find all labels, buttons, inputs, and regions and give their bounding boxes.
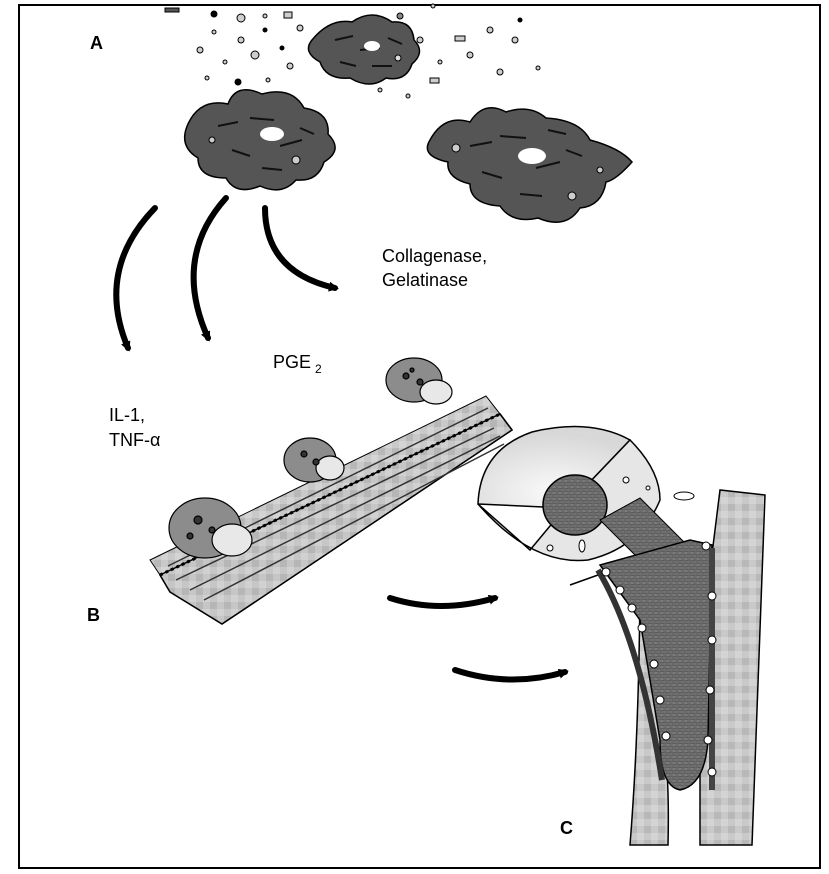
- enzymes-label-line1: Collagenase,: [382, 244, 487, 268]
- arrow-enzymes: [265, 208, 335, 288]
- tnf-label: TNF-α: [109, 428, 160, 452]
- pge-text: PGE: [273, 352, 311, 372]
- arrows-a-to-b: [116, 198, 335, 348]
- macrophage-top: [308, 15, 419, 84]
- panel-label-b: B: [87, 605, 100, 626]
- enzymes-label-line2: Gelatinase: [382, 268, 468, 292]
- panel-label-c: C: [560, 818, 573, 839]
- macrophage-left: [185, 90, 335, 190]
- arrows-b-to-c: [390, 598, 565, 680]
- pge-subscript: 2: [315, 362, 322, 376]
- arrow-il1-tnf: [116, 208, 155, 348]
- femoral-head: [543, 475, 607, 535]
- hip-implant: [478, 427, 765, 845]
- il1-label: IL-1,: [109, 403, 145, 427]
- panel-label-a: A: [90, 33, 103, 54]
- pge2-label: PGE 2: [273, 350, 322, 376]
- macrophage-right: [427, 108, 632, 222]
- arrow-pge2: [194, 198, 226, 338]
